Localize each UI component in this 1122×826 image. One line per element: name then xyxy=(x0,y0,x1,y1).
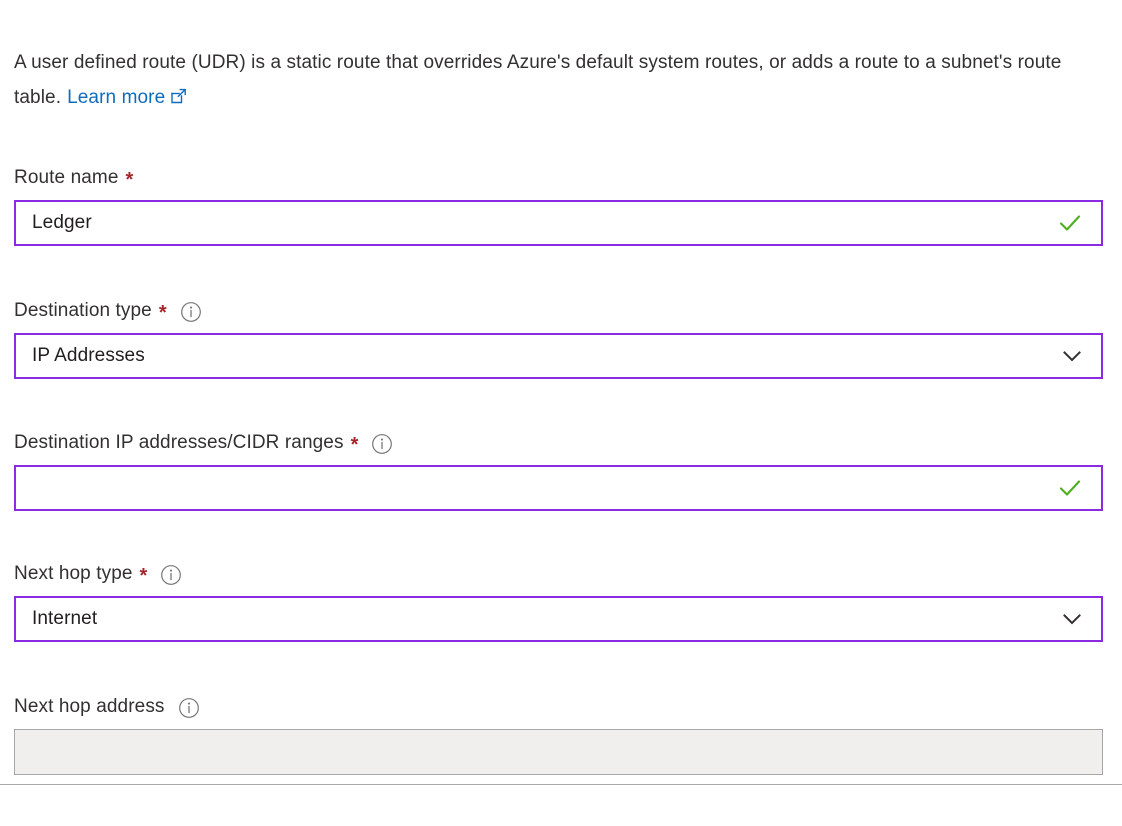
label-next-hop-type: Next hop type * xyxy=(0,561,1122,587)
external-link-icon xyxy=(170,82,187,117)
info-icon[interactable] xyxy=(178,697,200,719)
check-icon xyxy=(1057,210,1083,236)
learn-more-label: Learn more xyxy=(67,87,166,108)
blade-description: A user defined route (UDR) is a static r… xyxy=(14,45,1074,117)
destination-ip-addresses-input[interactable] xyxy=(14,465,1103,511)
label-text: Destination IP addresses/CIDR ranges xyxy=(14,432,344,453)
required-asterisk: * xyxy=(125,169,134,191)
label-text: Route name xyxy=(14,167,119,188)
field-destination-type: Destination type * IP Addresses xyxy=(0,298,1122,379)
check-icon xyxy=(1057,475,1083,501)
required-asterisk: * xyxy=(158,302,167,324)
blade-bottom-divider xyxy=(0,784,1122,785)
label-destination-ip-addresses: Destination IP addresses/CIDR ranges * xyxy=(0,430,1122,456)
required-asterisk: * xyxy=(139,565,148,587)
label-next-hop-address: Next hop address xyxy=(0,694,1122,720)
chevron-down-icon xyxy=(1059,606,1085,632)
description-text: A user defined route (UDR) is a static r… xyxy=(14,52,1062,108)
info-icon[interactable] xyxy=(371,433,393,455)
field-route-name: Route name * Ledger xyxy=(0,165,1122,246)
next-hop-address-input xyxy=(14,729,1103,775)
field-next-hop-address: Next hop address xyxy=(0,694,1122,775)
required-asterisk: * xyxy=(350,434,359,456)
route-name-value: Ledger xyxy=(32,212,92,233)
label-text: Next hop address xyxy=(14,696,165,717)
field-next-hop-type: Next hop type * Internet xyxy=(0,561,1122,642)
label-route-name: Route name * xyxy=(0,165,1122,191)
destination-type-value: IP Addresses xyxy=(32,345,145,366)
label-destination-type: Destination type * xyxy=(0,298,1122,324)
route-name-input[interactable]: Ledger xyxy=(14,200,1103,246)
next-hop-type-value: Internet xyxy=(32,608,98,629)
learn-more-link[interactable]: Learn more xyxy=(67,87,187,108)
destination-type-select[interactable]: IP Addresses xyxy=(14,333,1103,379)
info-icon[interactable] xyxy=(180,301,202,323)
label-text: Next hop type xyxy=(14,563,133,584)
chevron-down-icon xyxy=(1059,343,1085,369)
label-text: Destination type xyxy=(14,300,152,321)
next-hop-type-select[interactable]: Internet xyxy=(14,596,1103,642)
info-icon[interactable] xyxy=(160,564,182,586)
field-destination-ip-addresses: Destination IP addresses/CIDR ranges * xyxy=(0,430,1122,511)
